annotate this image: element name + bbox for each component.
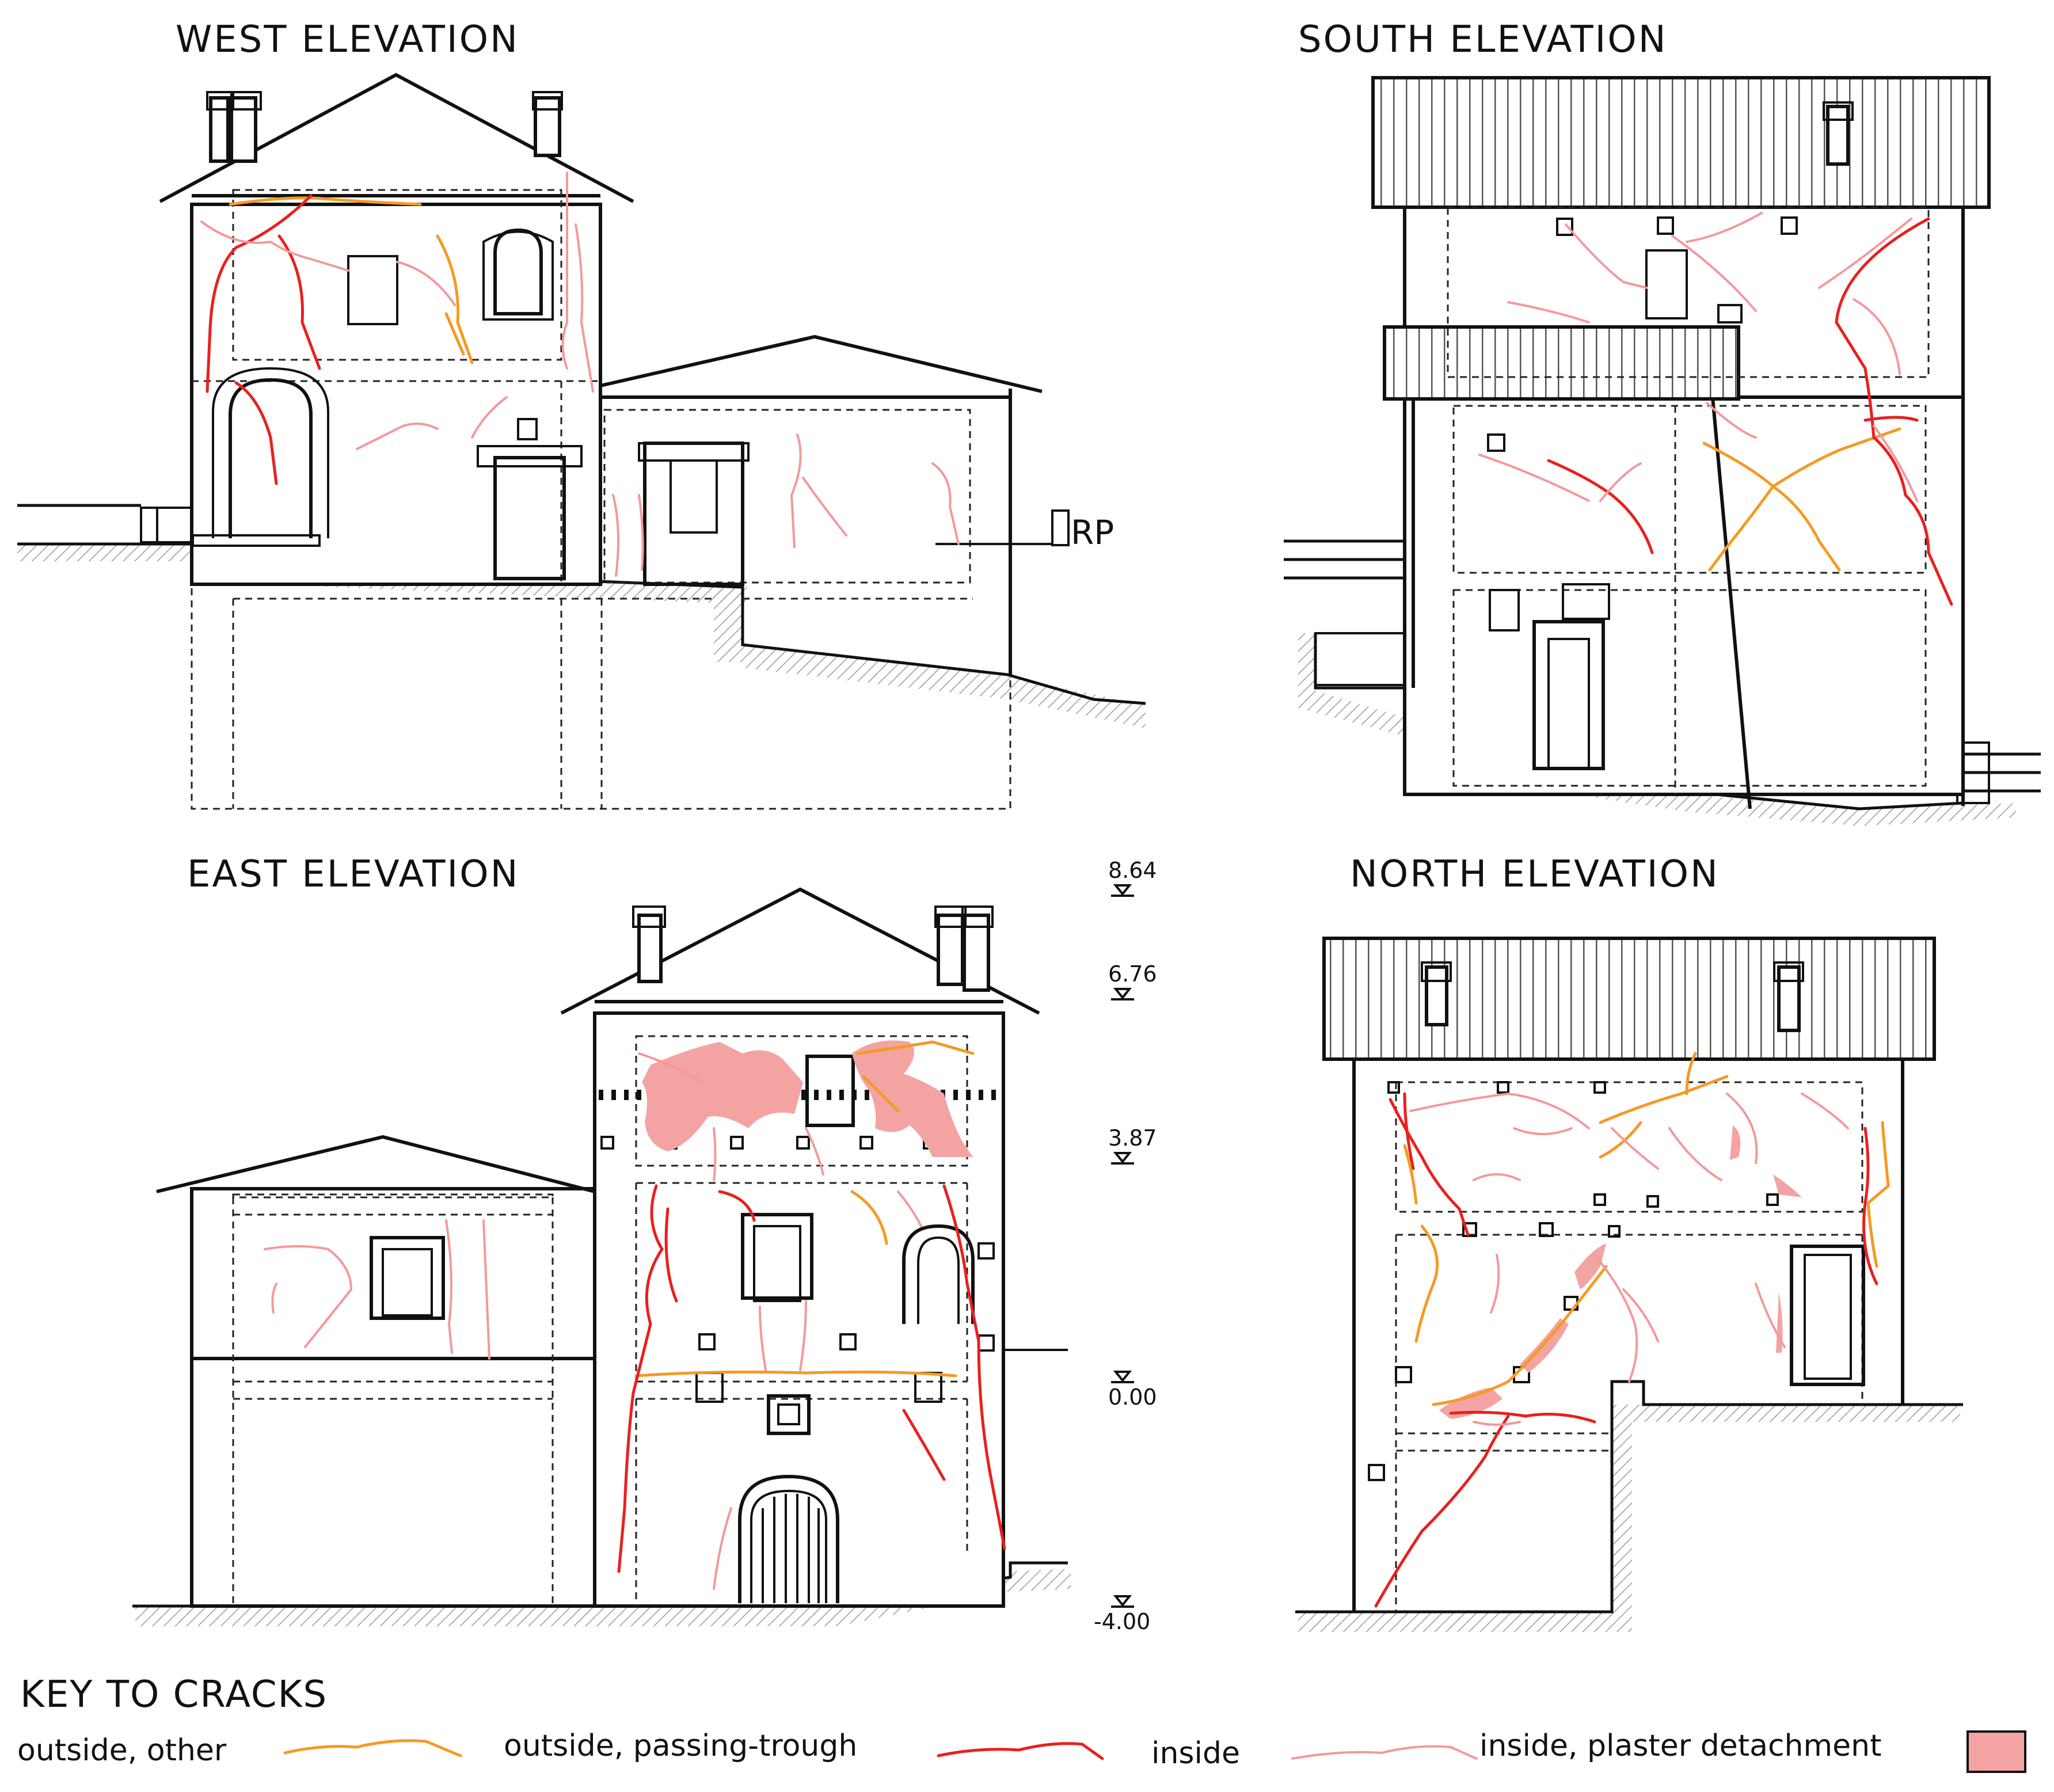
- north-door: [1790, 1245, 1865, 1386]
- south-small-window-right: [1562, 583, 1610, 620]
- legend-swatch-plaster-detachment: [1966, 1730, 2026, 1773]
- west-basement-outline: [191, 564, 1011, 810]
- chimney-2: [230, 96, 257, 163]
- reference-point-label: RP: [1071, 513, 1114, 552]
- legend-label-outside-other: outside, other: [17, 1733, 227, 1768]
- legend-label-inside: inside: [1151, 1736, 1240, 1771]
- level-3-87: 3.87: [1108, 1125, 1157, 1151]
- north-elevation-title: NORTH ELEVATION: [1350, 853, 1720, 896]
- level-0-00: 0.00: [1108, 1384, 1157, 1410]
- west-elevation-title: WEST ELEVATION: [176, 18, 519, 61]
- south-roof: [1371, 76, 1991, 209]
- west-square-door: [493, 456, 566, 580]
- east-elevation-title: EAST ELEVATION: [187, 853, 520, 896]
- south-balcony-roof: [1383, 325, 1740, 401]
- west-annex: RP: [599, 334, 1114, 676]
- west-cracks: [200, 172, 960, 577]
- legend-key-to-cracks: KEY TO CRACKS outside, other outside, pa…: [17, 1673, 2026, 1773]
- level-6-76: 6.76: [1108, 961, 1157, 987]
- east-annex: [156, 1135, 596, 1608]
- legend-swatch-outside-other: [283, 1739, 462, 1757]
- east-annex-window: [370, 1236, 445, 1320]
- west-elevation: WEST ELEVATION: [17, 18, 1146, 810]
- west-arched-door: [229, 378, 313, 538]
- east-level-markers: 8.64 6.76 3.87 0.00 -4.00: [1094, 858, 1157, 1634]
- east-window-attic: [805, 1055, 855, 1127]
- legend-swatch-inside: [1291, 1745, 1478, 1760]
- north-roof: [1322, 937, 1936, 1061]
- chimney-1: [209, 96, 230, 163]
- west-annex-door: [643, 442, 744, 586]
- east-window-middle: [741, 1213, 813, 1300]
- east-cracks: [264, 1040, 1006, 1590]
- legend-swatch-outside-passing-trough: [937, 1742, 1104, 1760]
- east-elevation: EAST ELEVATION: [132, 853, 1157, 1634]
- chimney-3: [534, 96, 561, 157]
- level-8-64: 8.64: [1108, 858, 1157, 883]
- south-building: [1371, 76, 1991, 809]
- legend-label-outside-passing-trough: outside, passing-trough: [504, 1729, 857, 1763]
- north-building: [1322, 937, 1936, 1612]
- east-tower: [560, 887, 1068, 1608]
- north-elevation: NORTH ELEVATION: [1295, 853, 1963, 1632]
- west-arched-window: [493, 228, 543, 315]
- south-elevation: SOUTH ELEVATION: [1284, 18, 2041, 826]
- north-cracks: [1374, 1052, 1890, 1608]
- east-arched-door: [738, 1474, 839, 1603]
- legend-label-inside-plaster-detachment: inside, plaster detachment: [1479, 1729, 1882, 1763]
- west-main-house: [159, 73, 634, 586]
- east-plaster-detachment: [642, 1040, 973, 1157]
- north-plaster-detachment: [1439, 1125, 1802, 1419]
- legend-title: KEY TO CRACKS: [20, 1673, 328, 1716]
- level-minus-4-00: -4.00: [1094, 1609, 1150, 1634]
- east-plaque: [767, 1394, 811, 1435]
- south-cracks: [1478, 212, 1953, 606]
- west-window-upper: [347, 255, 398, 325]
- south-small-window-left: [1489, 589, 1520, 631]
- east-arched-window: [902, 1224, 975, 1324]
- north-ground: [1295, 1380, 1963, 1632]
- south-window-upper: [1645, 249, 1688, 319]
- south-elevation-title: SOUTH ELEVATION: [1298, 18, 1668, 61]
